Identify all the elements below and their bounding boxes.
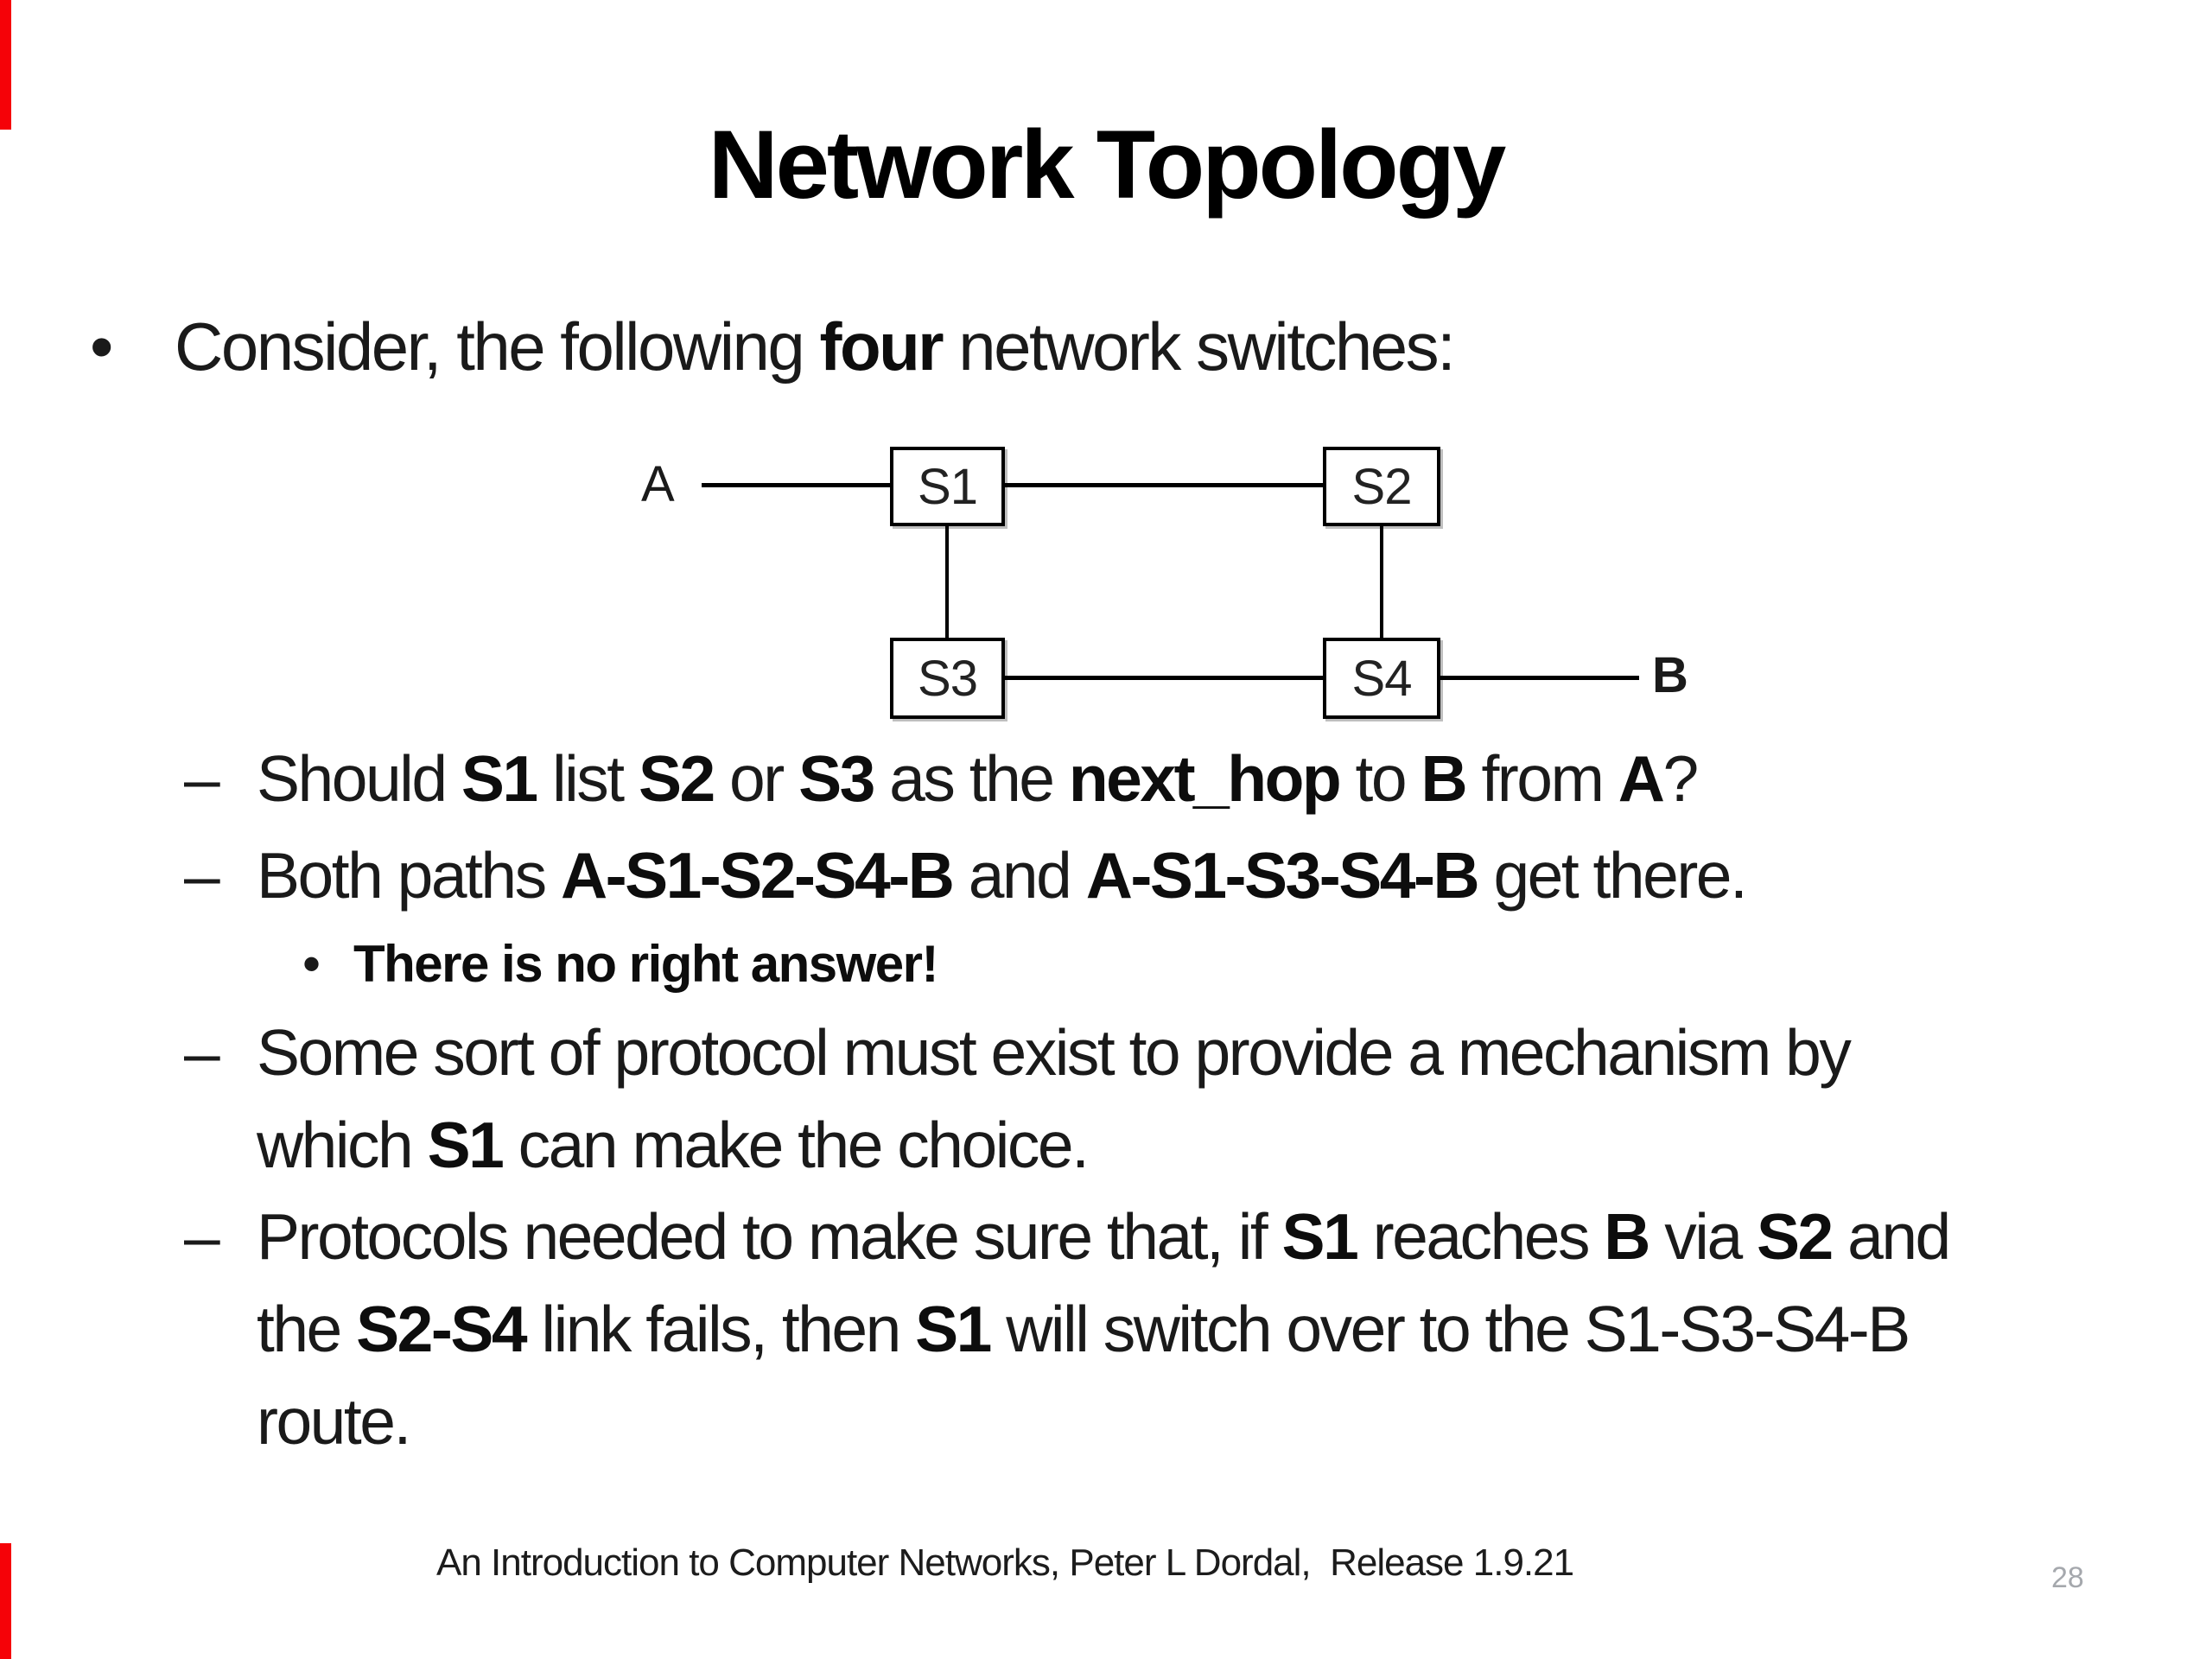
bullet-dash-next-hop-text: Should S1 list S2 or S3 as the next_hop … — [257, 742, 1699, 815]
footer-attribution: An Introduction to Computer Networks, Pe… — [436, 1541, 1574, 1584]
link-s1-s3 — [945, 526, 949, 638]
bullet-dash-protocols-failover-text: Protocols needed to make sure that, if S… — [257, 1200, 1951, 1458]
link-s4-b — [1440, 676, 1639, 680]
link-s3-s4 — [1005, 676, 1323, 680]
bullet-sub-no-right-answer-text: There is no right answer! — [353, 935, 938, 993]
bullet-dash-both-paths-text: Both paths A-S1-S2-S4-B and A-S1-S3-S4-B… — [257, 839, 1748, 912]
bullet-dash-protocol-mechanism: – Some sort of protocol must exist to pr… — [184, 1007, 1852, 1192]
dash-marker: – — [184, 1200, 220, 1273]
link-s1-s2 — [1005, 483, 1323, 487]
page-number: 28 — [2051, 1561, 2084, 1594]
node-s4: S4 — [1323, 638, 1440, 719]
dash-marker: – — [184, 839, 220, 912]
page-title: Network Topology — [708, 111, 1507, 219]
node-s3: S3 — [890, 638, 1005, 719]
link-s2-s4 — [1380, 526, 1383, 638]
bullet-sub-no-right-answer: • There is no right answer! — [302, 938, 938, 990]
node-s4-label: S4 — [1351, 650, 1413, 707]
node-s1-label: S1 — [918, 458, 978, 515]
node-s3-label: S3 — [918, 650, 978, 707]
bullet-dash-both-paths: – Both paths A-S1-S2-S4-B and A-S1-S3-S4… — [184, 830, 1748, 922]
dash-marker: – — [184, 1016, 220, 1089]
red-edge-strip-top — [0, 0, 11, 130]
node-s2-label: S2 — [1351, 458, 1413, 515]
bullet-dash-next-hop: – Should S1 list S2 or S3 as the next_ho… — [184, 733, 1699, 825]
bullet-consider: • Consider, the following four network s… — [90, 308, 1456, 385]
dash-marker: – — [184, 742, 220, 815]
bullet-dash-protocols-failover: – Protocols needed to make sure that, if… — [184, 1191, 1951, 1468]
link-a-s1 — [702, 483, 890, 487]
endpoint-label-a: A — [641, 456, 675, 512]
bullet-consider-text: Consider, the following four network swi… — [175, 308, 1456, 385]
bullet-dot-marker: • — [302, 935, 321, 993]
node-s2: S2 — [1323, 447, 1440, 526]
bullet-dot-marker: • — [90, 308, 113, 385]
bullet-dash-protocol-mechanism-text: Some sort of protocol must exist to prov… — [257, 1016, 1852, 1181]
red-edge-strip-bottom — [0, 1543, 11, 1659]
endpoint-label-b: B — [1652, 647, 1688, 703]
node-s1: S1 — [890, 447, 1005, 526]
